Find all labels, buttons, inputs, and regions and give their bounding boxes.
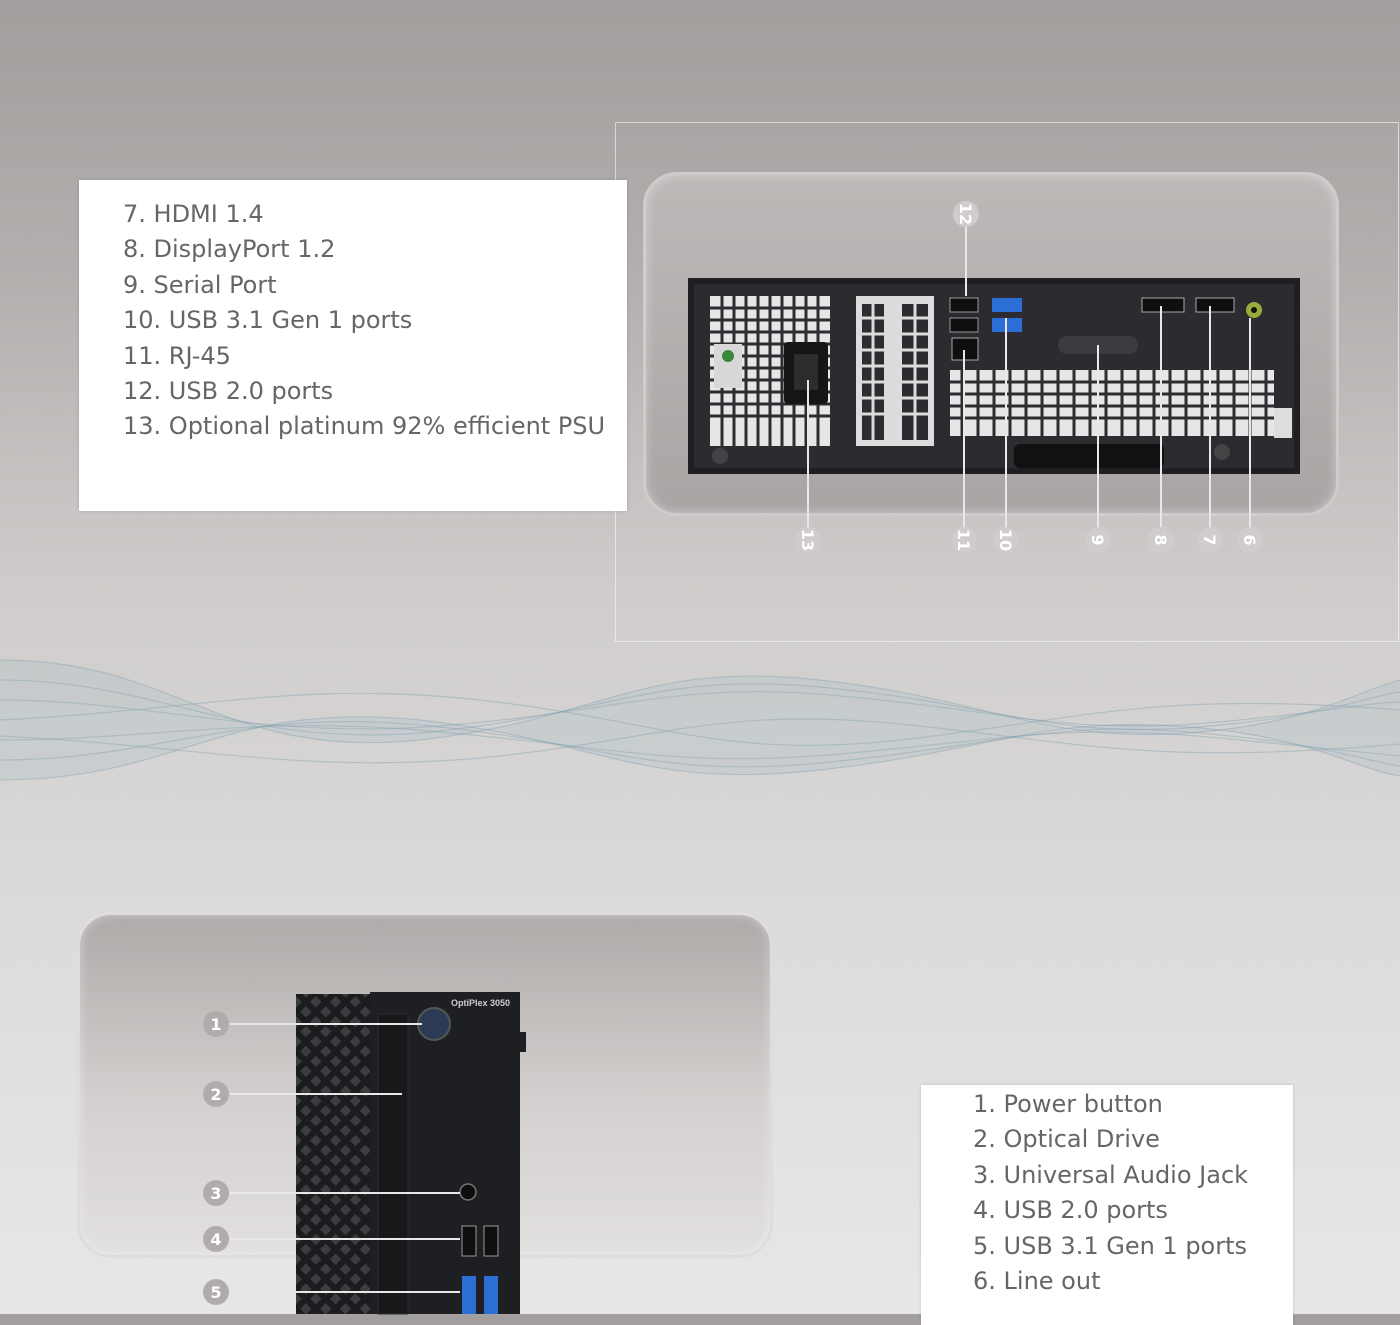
marker-6: 6 bbox=[1237, 527, 1263, 553]
leader-line bbox=[230, 1238, 460, 1240]
marker-13: 13 bbox=[795, 527, 821, 553]
marker-5: 5 bbox=[203, 1279, 229, 1305]
leader-line bbox=[807, 380, 809, 528]
marker-8: 8 bbox=[1148, 527, 1174, 553]
rear-ports-legend: 7. HDMI 1.4 8. DisplayPort 1.2 9. Serial… bbox=[79, 180, 627, 511]
leader-line bbox=[1209, 306, 1211, 528]
leader-line bbox=[963, 350, 965, 528]
legend-item: 4. USB 2.0 ports bbox=[973, 1196, 1168, 1225]
leader-line bbox=[1249, 318, 1251, 528]
rear-chassis-illustration bbox=[688, 278, 1300, 474]
leader-line bbox=[230, 1023, 422, 1025]
leader-line bbox=[1097, 345, 1099, 528]
front-chassis-illustration: OptiPlex 3050 bbox=[296, 992, 526, 1315]
marker-11: 11 bbox=[951, 527, 977, 553]
legend-item: 7. HDMI 1.4 bbox=[123, 200, 264, 228]
front-ports-legend: 1. Power button 2. Optical Drive 3. Univ… bbox=[921, 1085, 1293, 1325]
leader-line bbox=[230, 1093, 402, 1095]
legend-item: 5. USB 3.1 Gen 1 ports bbox=[973, 1231, 1248, 1260]
legend-item: 6. Line out bbox=[973, 1267, 1101, 1296]
marker-10: 10 bbox=[993, 527, 1019, 553]
legend-item: 8. DisplayPort 1.2 bbox=[123, 235, 336, 264]
marker-9: 9 bbox=[1085, 527, 1111, 553]
marker-1: 1 bbox=[203, 1011, 229, 1037]
leader-line bbox=[1005, 318, 1007, 528]
legend-item: 3. Universal Audio Jack bbox=[973, 1160, 1249, 1189]
leader-line bbox=[230, 1192, 460, 1194]
wave-decoration bbox=[0, 659, 1400, 781]
legend-item: 1. Power button bbox=[973, 1090, 1163, 1118]
model-label: OptiPlex 3050 bbox=[451, 998, 510, 1008]
leader-line bbox=[230, 1291, 460, 1293]
legend-item: 12. USB 2.0 ports bbox=[123, 377, 334, 406]
leader-line bbox=[1160, 306, 1162, 528]
marker-2: 2 bbox=[203, 1081, 229, 1107]
marker-3: 3 bbox=[203, 1180, 229, 1206]
legend-item: 11. RJ-45 bbox=[123, 341, 231, 370]
leader-line bbox=[965, 226, 967, 296]
legend-item: 13. Optional platinum 92% efficient PSU bbox=[123, 412, 606, 441]
legend-item: 10. USB 3.1 Gen 1 ports bbox=[123, 306, 413, 335]
marker-7: 7 bbox=[1197, 527, 1223, 553]
legend-item: 9. Serial Port bbox=[123, 270, 277, 299]
marker-12: 12 bbox=[953, 201, 979, 227]
marker-4: 4 bbox=[203, 1226, 229, 1252]
legend-item: 2. Optical Drive bbox=[973, 1125, 1160, 1154]
